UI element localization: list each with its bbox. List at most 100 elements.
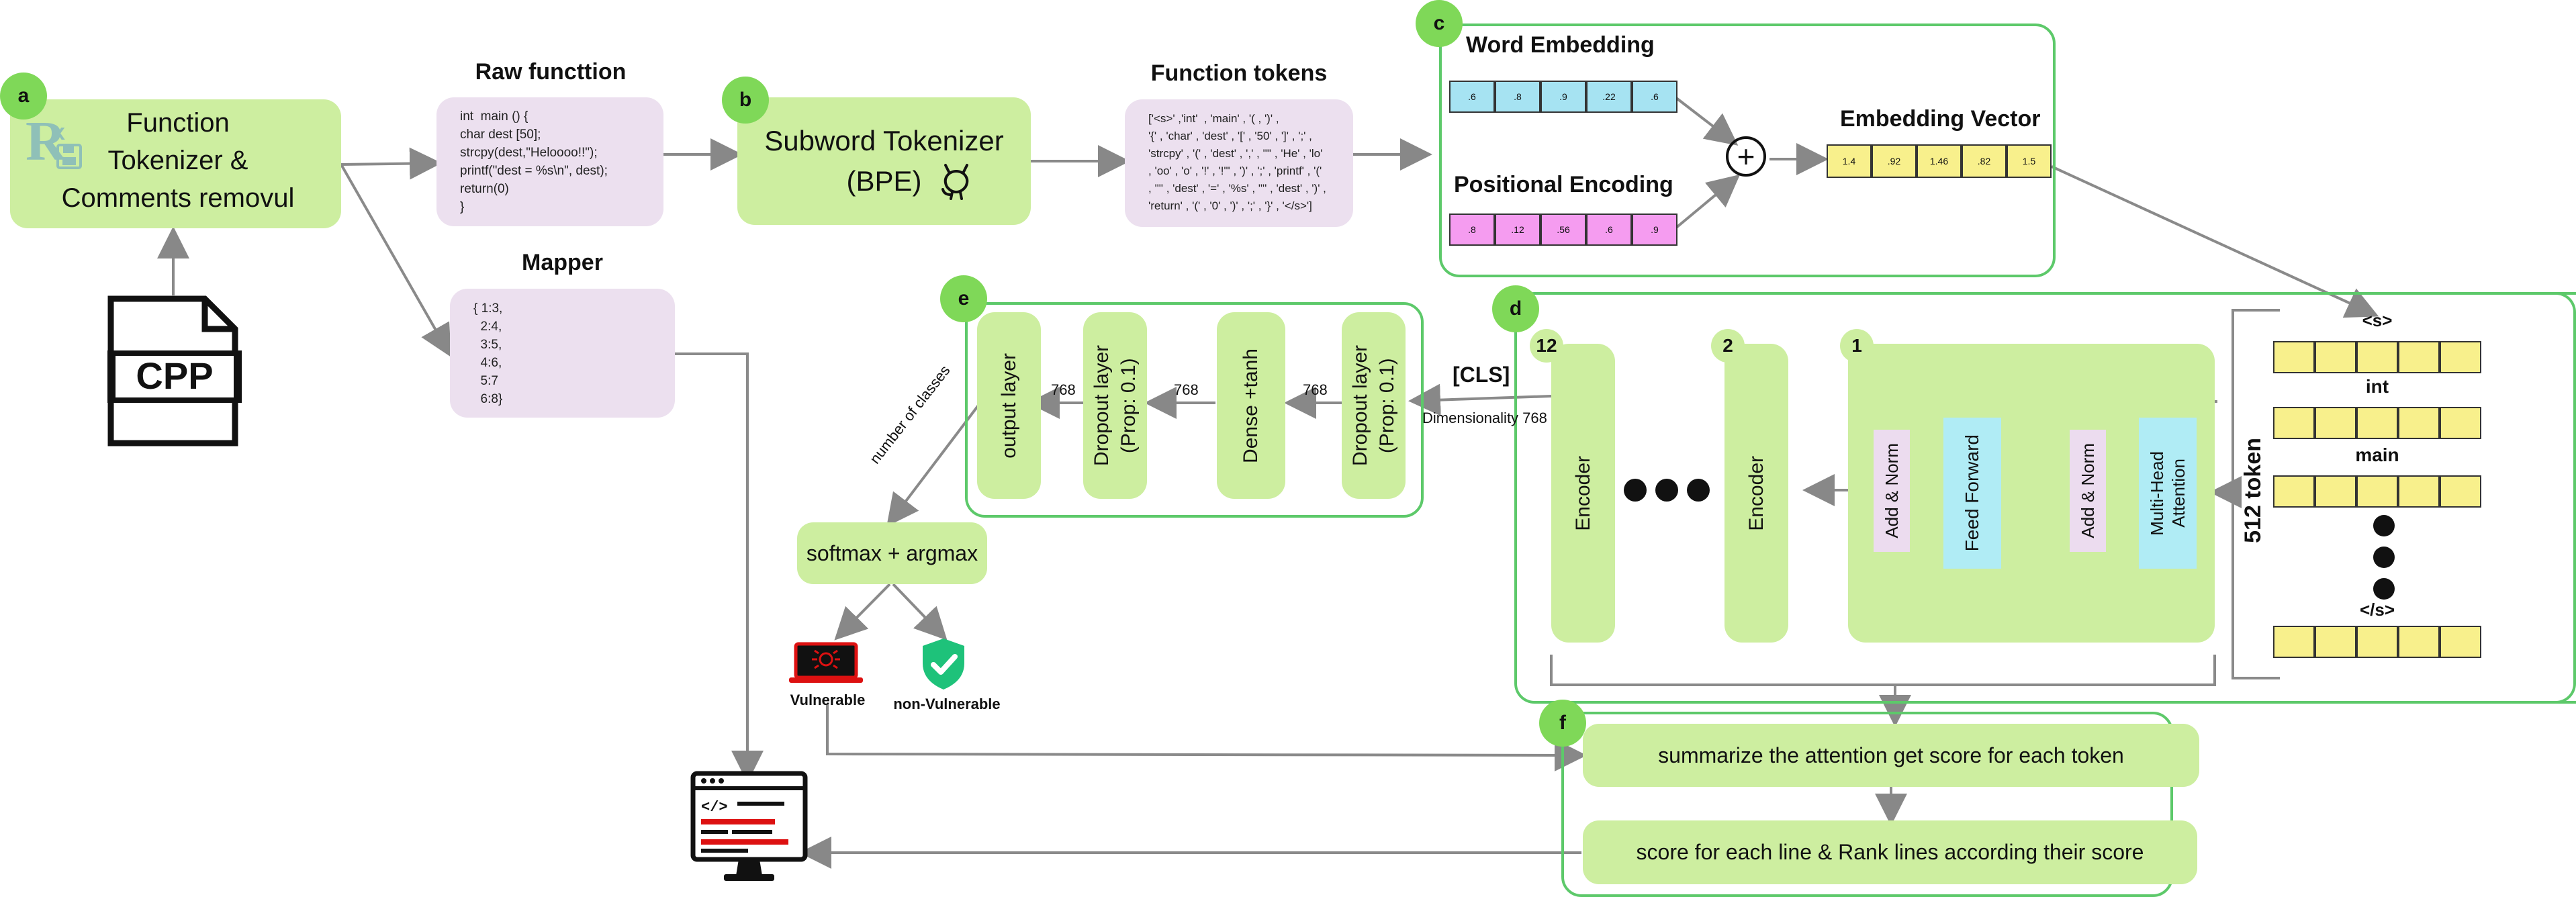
emb-cell: .92: [1872, 144, 1917, 178]
feed-forward: Feed Forward: [1943, 418, 2001, 569]
emb-cell: .82: [1962, 144, 2007, 178]
pos-cell: .9: [1632, 214, 1677, 246]
token-int-label: int: [2365, 376, 2389, 397]
badge-e: e: [940, 275, 987, 322]
vulnerable-laptop-icon: [789, 642, 863, 683]
token-start-label: <s>: [2362, 310, 2393, 330]
tokenizer-label: Subword Tokenizer (BPE): [764, 125, 1004, 197]
badge-f: f: [1539, 700, 1586, 747]
mapper-title: Mapper: [522, 250, 603, 275]
panel-f-frame: [1561, 712, 2173, 897]
cls-label: [CLS]: [1453, 363, 1510, 387]
raw-function-box: [436, 97, 663, 226]
panel-d-frame-right: [2545, 292, 2576, 704]
arrow-emb-to-tokens: [2051, 165, 2379, 318]
dropout-layer-2: Dropout layer (Prop: 0.1): [1342, 312, 1406, 499]
ellipsis-dots-icon: [1624, 479, 1710, 502]
token-main-label: main: [2355, 444, 2399, 465]
softmax-argmax: softmax + argmax: [797, 522, 987, 584]
pos-cell: .6: [1586, 214, 1632, 246]
dim-label-2: 768: [1174, 381, 1199, 398]
svg-text:R: R: [26, 113, 67, 170]
positional-encoding-title: Positional Encoding: [1454, 172, 1673, 197]
word-cell: .22: [1586, 81, 1632, 113]
arrow-vuln-to-f: [826, 704, 1587, 771]
badge-b: b: [722, 77, 769, 124]
embedding-vector-cells: 1.4 .92 1.46 .82 1.5: [1827, 144, 2052, 178]
badge-c: c: [1416, 0, 1463, 47]
encoder-12: Encoder: [1551, 344, 1615, 643]
encoder-12-number: 12: [1530, 329, 1563, 363]
badge-a: a: [0, 73, 47, 120]
shield-check-icon: [923, 639, 964, 690]
token-row-end: [2273, 626, 2481, 658]
token-row-start: [2273, 341, 2481, 373]
word-cell: .8: [1495, 81, 1540, 113]
plus-symbol: +: [1737, 139, 1755, 174]
dim-label-1: 768: [1051, 381, 1076, 398]
function-tokens-text: ['<s>' ,'int' , 'main' , '( , ')' , '{' …: [1148, 112, 1326, 212]
panel-e-frame: [965, 302, 1424, 518]
dim-label-3: 768: [1303, 381, 1328, 398]
arrow-softmax-to-safe: [892, 583, 948, 641]
encoder-2-number: 2: [1711, 329, 1745, 363]
arrow-a-to-raw: [340, 147, 442, 180]
multi-head-attention: Multi-Head Attention: [2139, 418, 2197, 569]
vulnerable-label: Vulnerable: [790, 692, 866, 708]
mapper-code: { 1:3, 2:4, 3:5, 4:6, 5:7 6:8}: [473, 301, 503, 406]
cpp-file-label: CPP: [136, 355, 214, 397]
cpp-file-icon: [107, 295, 242, 446]
token-count-label: 512 token: [2240, 437, 2266, 543]
panel-d-frame: [1514, 292, 2576, 704]
raw-function-code: int main () { char dest [50]; strcpy(des…: [460, 109, 608, 214]
panel-c-frame: [1439, 23, 2056, 277]
encoder-12-label: Encoder: [1571, 455, 1594, 531]
arrow-word-to-plus: [1674, 96, 1739, 146]
emb-cell: 1.46: [1917, 144, 1962, 178]
non-vulnerable-label: non-Vulnerable: [893, 696, 1001, 712]
encoder-1-number: 1: [1840, 329, 1874, 363]
word-cell: .6: [1449, 81, 1495, 113]
emb-cell: 1.4: [1827, 144, 1872, 178]
word-cell: .9: [1540, 81, 1586, 113]
add-norm-1: Add & Norm: [1874, 430, 1910, 552]
code-monitor-icon: </>: [690, 771, 808, 881]
word-cell: .6: [1632, 81, 1677, 113]
svg-text:</>: </>: [701, 799, 728, 816]
output-layer: output layer: [977, 312, 1041, 499]
mapper-box: [450, 289, 675, 418]
arrow-mapper-to-monitor: [675, 352, 764, 783]
github-icon: [941, 164, 969, 200]
dropout-layer-1: Dropout layer (Prop: 0.1): [1083, 312, 1147, 499]
add-norm-2: Add & Norm: [2070, 430, 2106, 552]
panel-b-box: [737, 97, 1031, 225]
pos-cell: .56: [1540, 214, 1586, 246]
arrow-softmax-to-vuln: [834, 583, 891, 641]
svg-text:x: x: [52, 120, 65, 145]
rx-logo-icon: R x: [26, 113, 82, 170]
word-embedding-cells: .6 .8 .9 .22 .6: [1449, 81, 1677, 113]
arrow-enc-to-dropout: [1408, 383, 1552, 416]
arrow-pos-to-plus: [1674, 174, 1741, 230]
emb-cell: 1.5: [2007, 144, 2052, 178]
pos-cell: .8: [1449, 214, 1495, 246]
word-embedding-title: Word Embedding: [1466, 32, 1655, 58]
score-rank-lines: score for each line & Rank lines accordi…: [1583, 820, 2197, 884]
dimensionality-label: Dimensionality 768: [1422, 410, 1547, 426]
token-row-int: [2273, 407, 2481, 439]
dense-tanh: Dense +tanh: [1217, 312, 1285, 499]
encoder-2: Encoder: [1724, 344, 1788, 643]
function-tokens-title: Function tokens: [1150, 60, 1328, 86]
badge-d: d: [1492, 285, 1539, 332]
plus-icon: +: [1726, 136, 1766, 177]
function-tokens-box: [1125, 99, 1353, 227]
positional-encoding-cells: .8 .12 .56 .6 .9: [1449, 214, 1677, 246]
pos-cell: .12: [1495, 214, 1540, 246]
token-row-main: [2273, 475, 2481, 508]
arrow-a-to-mapper: [340, 164, 451, 357]
vertical-ellipsis-icon: [2373, 515, 2395, 600]
token-end-label: </s>: [2359, 600, 2395, 620]
embedding-vector-title: Embedding Vector: [1840, 106, 2041, 132]
panel-a-label: Function Tokenizer & Comments removul: [61, 108, 295, 213]
raw-function-title: Raw functtion: [475, 59, 627, 85]
